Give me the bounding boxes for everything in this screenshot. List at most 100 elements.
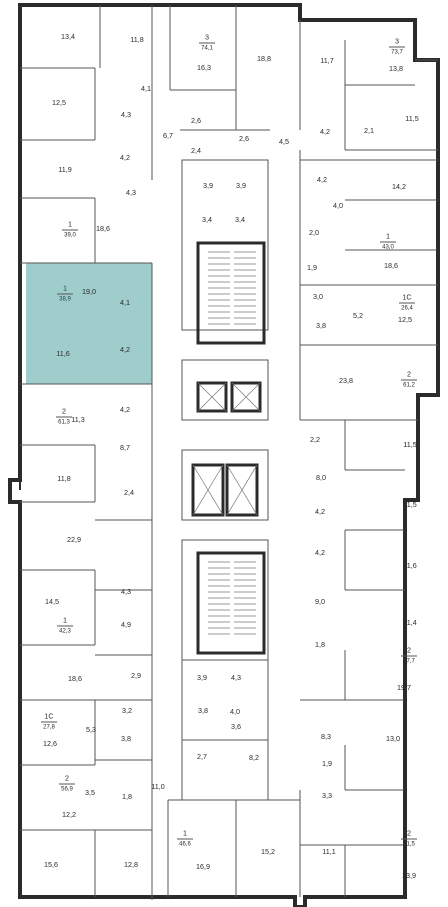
apartment-label-apt-1c-27[interactable]: 1С 27,8 [41,711,57,732]
room-area-label: 4,9 [121,620,131,629]
room-area-label: 2,0 [309,228,319,237]
room-area-label: 13,4 [61,32,75,41]
room-area-label: 11,8 [57,474,71,483]
room-area-label: 18,8 [257,54,271,63]
apartment-rooms: 3 [205,32,209,42]
apartment-total-area: 56,9 [61,786,73,793]
room-area-label: 4,0 [230,707,240,716]
room-area-label: 2,2 [310,435,320,444]
fraction-bar [401,655,417,657]
apartment-rooms: 2 [407,645,411,655]
room-area-label: 22,9 [67,535,81,544]
room-area-label: 11,9 [58,165,72,174]
apartment-rooms: 1 [63,615,67,625]
apartment-total-area: 61,2 [403,382,415,389]
room-area-label: 14,5 [45,597,59,606]
room-area-label: 11,7 [320,56,334,65]
apartment-total-area: 51,5 [403,841,415,848]
apartment-rooms: 1С [44,711,54,721]
room-area-label: 9,0 [315,597,325,606]
room-area-label: 3,4 [202,215,212,224]
apartment-total-area: 74,1 [201,45,213,52]
room-area-label: 8,2 [249,753,259,762]
apartment-total-area: 46,6 [179,841,191,848]
room-area-label: 8,3 [321,732,331,741]
fraction-bar [389,46,405,48]
room-area-label: 13,8 [389,64,403,73]
room-area-label: 11,4 [403,618,417,627]
room-area-label: 13,0 [386,734,400,743]
room-area-label: 3,9 [197,673,207,682]
apartment-total-area: 26,4 [401,305,413,312]
room-area-label: 11,8 [130,35,144,44]
room-area-label: 2,1 [364,126,374,135]
apartment-total-area: 57,7 [403,658,415,665]
apartment-rooms: 3 [395,36,399,46]
room-area-label: 2,6 [191,116,201,125]
room-area-label: 2,4 [124,488,134,497]
room-area-label: 3,6 [231,722,241,731]
room-area-label: 4,0 [333,201,343,210]
elevator-shafts [191,241,266,655]
room-area-label: 3,5 [85,788,95,797]
room-area-label: 1,9 [307,263,317,272]
room-area-label: 4,2 [120,153,130,162]
room-area-label: 11,5 [403,500,417,509]
apartment-rooms: 2 [407,369,411,379]
room-area-label: 3,2 [122,706,132,715]
room-area-label: 4,2 [315,507,325,516]
room-area-label: 11,5 [403,440,417,449]
room-area-label: 11,0 [151,782,165,791]
room-area-label: 4,3 [126,188,136,197]
interior-walls [20,5,438,900]
fraction-bar [62,229,78,231]
room-area-label: 13,9 [402,871,416,880]
room-area-label: 4,2 [320,127,330,136]
room-area-label: 2,7 [197,752,207,761]
outer-walls [8,3,440,907]
room-area-label: 12,5 [52,98,66,107]
room-area-label: 18,6 [96,224,110,233]
room-area-label: 12,6 [43,739,57,748]
room-area-label: 12,2 [62,810,76,819]
room-area-label: 5,2 [353,311,363,320]
room-area-label: 1,8 [315,640,325,649]
room-area-label: 16,9 [196,862,210,871]
fraction-bar [199,42,215,44]
room-area-label: 4,2 [120,345,130,354]
fraction-bar [380,241,396,243]
fraction-bar [57,625,73,627]
room-area-label: 3,3 [322,791,332,800]
room-area-label: 4,5 [279,137,289,146]
fraction-bar [401,379,417,381]
fraction-bar [177,838,193,840]
apartment-total-area: 39,0 [64,232,76,239]
room-area-label: 8,0 [316,473,326,482]
apartment-total-area: 27,8 [43,724,55,731]
apartment-rooms: 2 [407,828,411,838]
highlighted-apartment[interactable] [26,263,152,384]
room-area-label: 3,8 [316,321,326,330]
room-area-label: 4,2 [315,548,325,557]
apartment-total-area: 38,9 [59,296,71,303]
room-area-label: 12,5 [398,315,412,324]
apartment-rooms: 2 [65,773,69,783]
room-area-label: 3,9 [203,181,213,190]
room-area-label: 1,9 [322,759,332,768]
fraction-bar [41,721,57,723]
windows [19,30,439,880]
room-area-label: 11,5 [405,114,419,123]
